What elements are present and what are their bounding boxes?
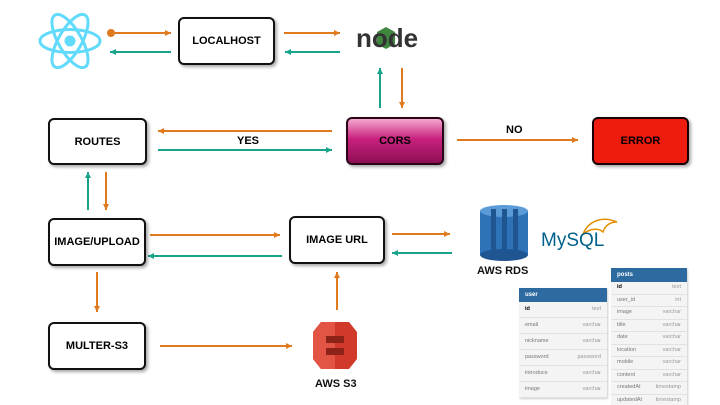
edge-label-yes: YES [237,135,260,147]
table-row: image varchar [611,307,687,320]
node-logo: node [354,24,438,54]
column-name: id [525,306,530,312]
multer-s3-box: MULTER-S3 [48,322,146,370]
table-row: image varchar [519,382,607,398]
table-row: password password [519,350,607,366]
table-row: email varchar [519,318,607,334]
localhost-box: LOCALHOST [178,17,275,65]
column-type: varchar [582,386,601,392]
column-type: timestamp [655,396,681,403]
table-row: content varchar [611,370,687,382]
column-name: email [525,322,539,328]
edge-label-no: NO [506,124,523,136]
aws-s3-icon [313,322,357,369]
table-row: createdAt timestamp [611,382,687,395]
column-name: nickname [525,338,549,344]
column-type: varchar [662,359,681,365]
localhost-label: LOCALHOST [192,35,261,47]
posts-table-header: posts [611,268,687,282]
column-name: mobile [617,359,634,365]
column-type: varchar [662,346,681,353]
column-type: varchar [582,338,601,344]
user-table: user id text email varchar nickname varchar pa… [519,288,607,398]
column-name: user_id [617,296,636,303]
column-name: image [525,386,540,392]
image-upload-label: IMAGE/UPLOAD [54,236,140,248]
table-row: id text [519,302,607,318]
column-type: password [577,354,601,360]
dolphin-icon [581,218,618,237]
table-row: mobile varchar [611,357,687,370]
node-hexagon-icon [377,27,395,49]
aws-rds-caption: AWS RDS [477,265,529,277]
column-name: updatedAt [617,396,643,403]
routes-label: ROUTES [74,135,121,148]
column-name: date [617,334,628,340]
column-type: varchar [662,309,681,315]
image-url-label: IMAGE URL [306,234,368,246]
node-wordmark: node [356,23,419,53]
react-icon [38,12,102,70]
routes-box: ROUTES [48,118,147,165]
table-row: location varchar [611,345,687,357]
table-row: title varchar [611,320,687,332]
table-row: id text [611,282,687,295]
column-name: title [617,321,626,328]
column-type: timestamp [655,384,681,390]
column-name: location [617,346,636,353]
table-row: nickname varchar [519,334,607,350]
table-row: updatedAt timestamp [611,395,687,405]
posts-table: posts id text user_id int image varchar title v… [611,268,687,405]
column-type: varchar [662,371,681,378]
error-label: ERROR [620,135,661,147]
mysql-wordmark: MySQL [541,230,605,251]
column-type: varchar [582,322,601,328]
image-upload-box: IMAGE/UPLOAD [48,218,146,266]
error-box: ERROR [592,117,689,165]
user-table-rows: id text email varchar nickname varchar passwor… [519,302,607,398]
column-type: text [592,306,601,312]
column-type: varchar [662,334,681,340]
user-table-header: user [519,288,607,302]
multer-s3-label: MULTER-S3 [65,340,129,352]
table-row: user_id int [611,295,687,307]
column-name: content [617,371,636,378]
posts-table-rows: id text user_id int image varchar title varchar… [611,282,687,405]
column-name: id [617,284,622,290]
column-type: text [672,284,681,290]
mysql-logo: MySQL [541,214,621,254]
table-row: introduce varchar [519,366,607,382]
column-name: createdAt [617,384,641,390]
column-name: image [617,309,632,315]
table-row: date varchar [611,332,687,345]
cors-box: CORS [346,117,444,165]
cors-label: CORS [379,135,411,147]
column-type: int [675,296,681,303]
react-start-dot [107,29,115,37]
column-type: varchar [582,370,601,376]
aws-s3-caption: AWS S3 [315,378,357,390]
image-url-box: IMAGE URL [289,216,385,264]
column-name: introduce [525,370,548,376]
aws-rds-icon [480,205,528,261]
column-type: varchar [662,321,681,328]
column-name: password [525,354,549,360]
